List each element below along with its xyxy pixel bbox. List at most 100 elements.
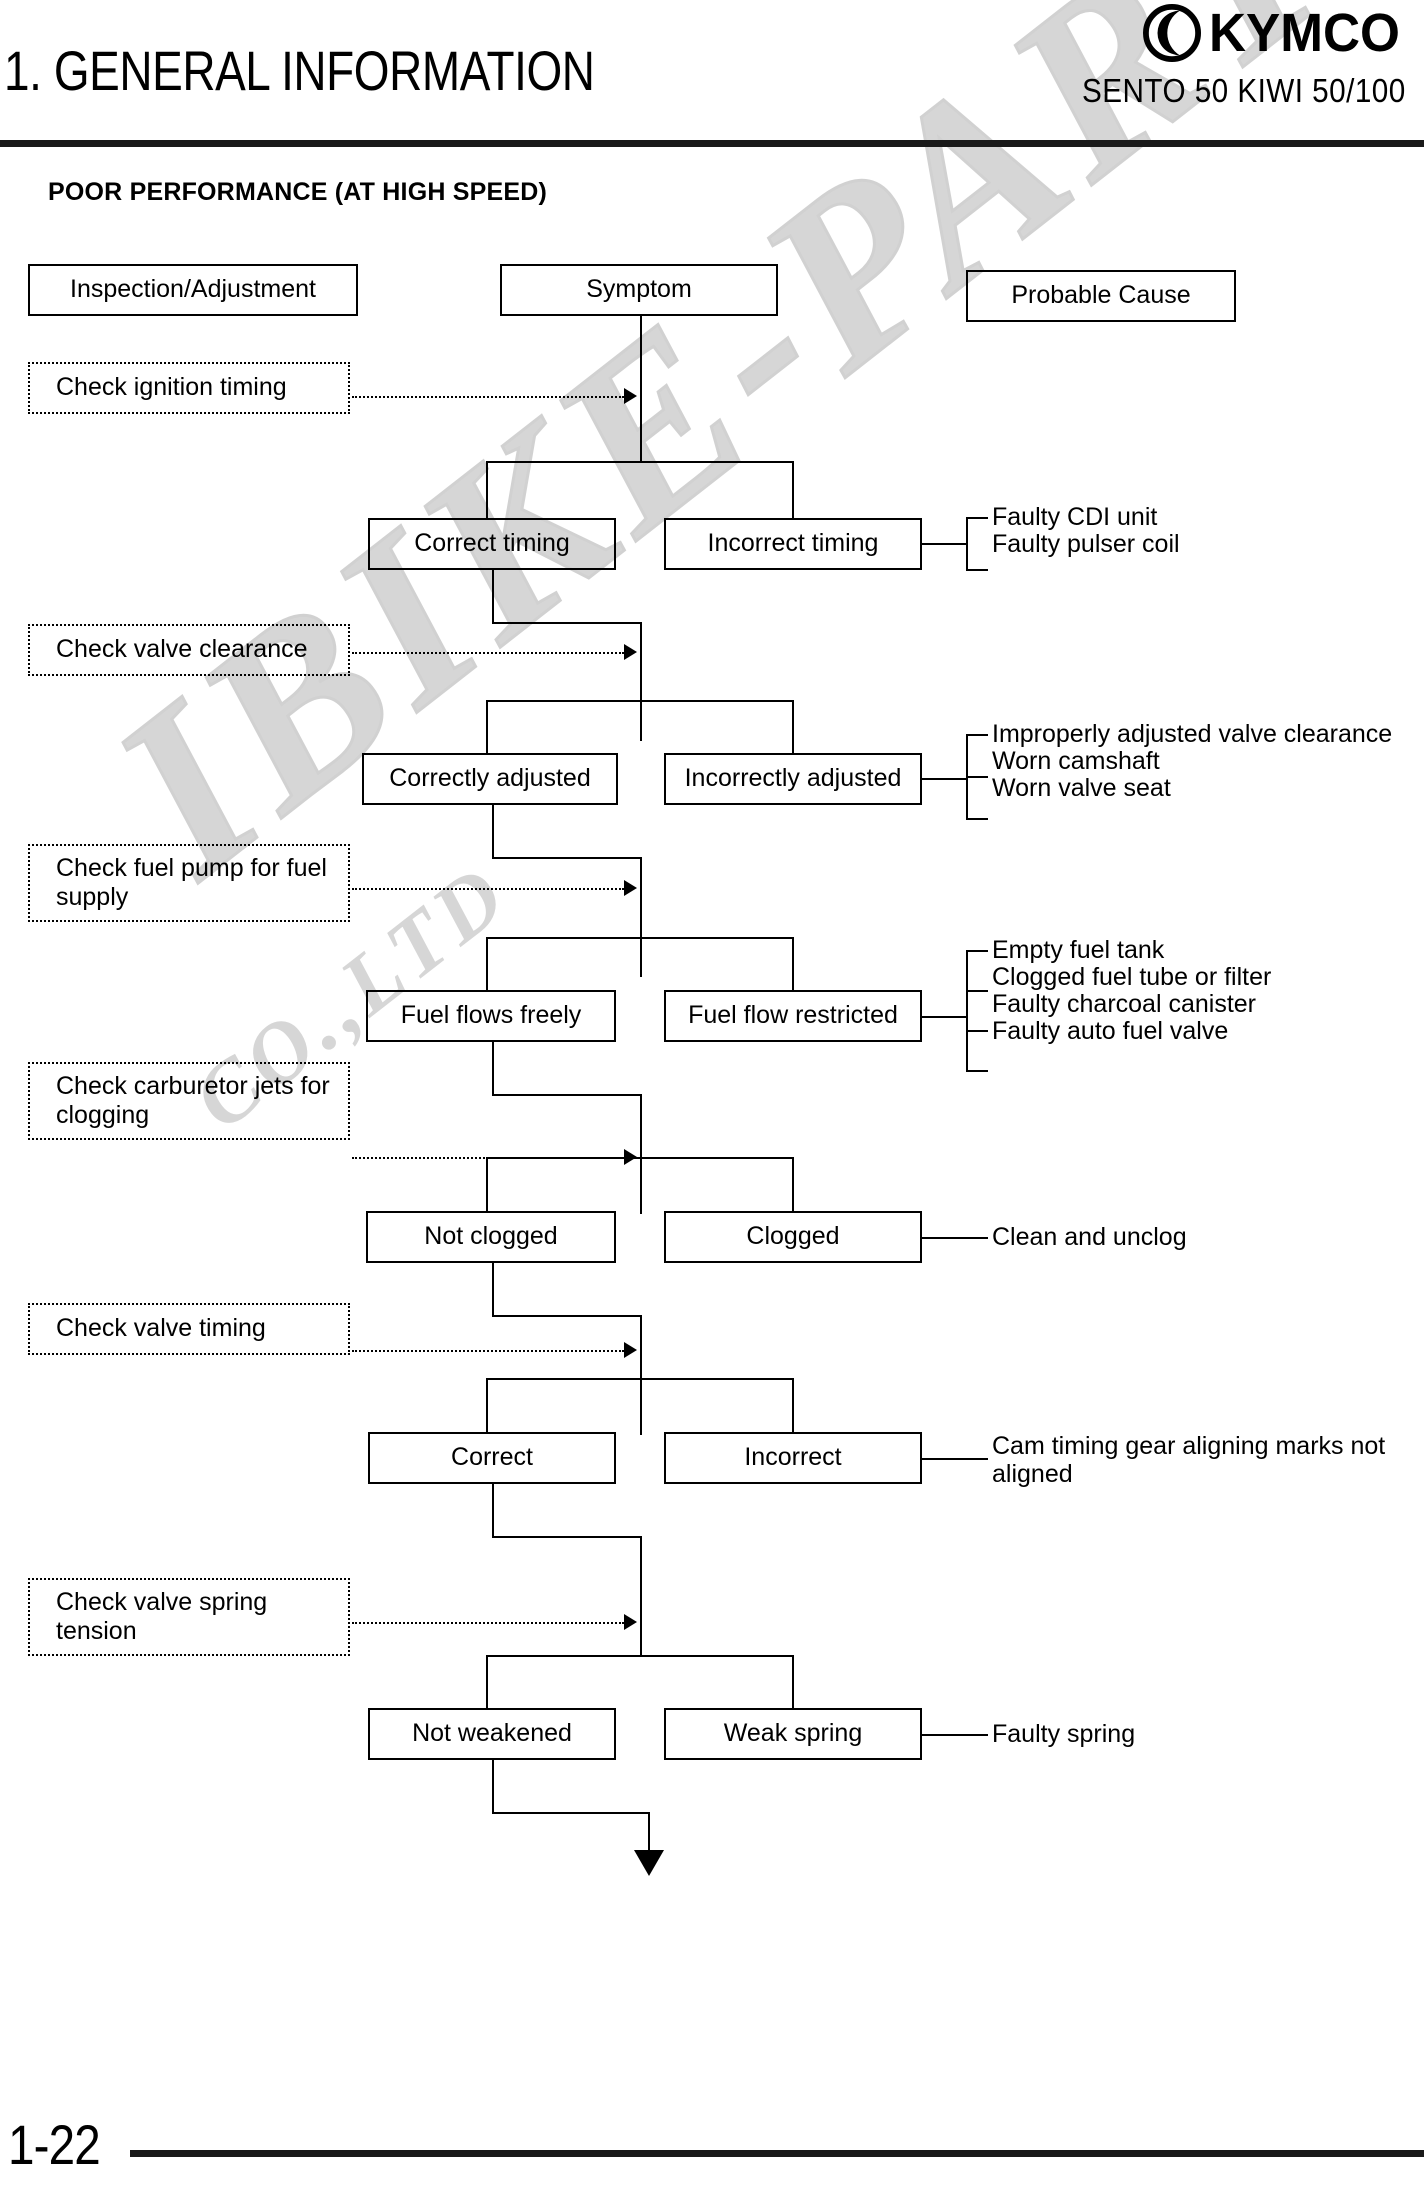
cause-tick-2-1 xyxy=(966,776,988,778)
pass-jog-3 xyxy=(492,1094,642,1096)
cause-stub-6 xyxy=(922,1734,988,1736)
symptom-fail-box-3: Fuel flow restricted xyxy=(664,990,922,1042)
symptom-pass-box-4: Not clogged xyxy=(366,1211,616,1263)
inspection-arrowhead-3 xyxy=(624,880,637,896)
final-jog-drop xyxy=(648,1812,650,1854)
column-header-inspection: Inspection/Adjustment xyxy=(28,264,358,316)
cause-label-1-1: Faulty pulser coil xyxy=(992,530,1180,558)
branch-right-drop-1 xyxy=(792,461,794,518)
page-footer: 1-22 xyxy=(0,2071,1424,2191)
pass-jog-4 xyxy=(492,1315,642,1317)
cause-tick-2-2 xyxy=(966,818,988,820)
pass-jog-drop-4 xyxy=(640,1315,642,1435)
branch-left-drop-4 xyxy=(486,1157,488,1211)
cause-label-3-0: Empty fuel tank xyxy=(992,936,1165,964)
section-title: POOR PERFORMANCE (AT HIGH SPEED) xyxy=(48,178,548,206)
symptom-fail-box-2: Incorrectly adjusted xyxy=(664,753,922,805)
page-number: 1-22 xyxy=(8,2113,101,2176)
cause-label-3-2: Faulty charcoal canister xyxy=(992,990,1257,1018)
symptom-fail-box-6: Weak spring xyxy=(664,1708,922,1760)
inspection-arrow-6 xyxy=(352,1622,624,1624)
cause-bracket-spine-1 xyxy=(966,517,968,571)
symptom-pass-box-5: Correct xyxy=(368,1432,616,1484)
cause-label-4-0: Clean and unclog xyxy=(992,1223,1187,1251)
flow-end-arrow-icon xyxy=(634,1850,664,1876)
branch-bar-3 xyxy=(486,937,794,939)
pass-drop-5 xyxy=(492,1484,494,1536)
symptom-fail-box-5: Incorrect xyxy=(664,1432,922,1484)
cause-bracket-spine-3 xyxy=(966,950,968,1072)
final-jog xyxy=(492,1812,650,1814)
branch-bar-1 xyxy=(486,461,794,463)
pass-drop-2 xyxy=(492,805,494,857)
final-drop xyxy=(492,1760,494,1812)
model-designation: SENTO 50 KIWI 50/100 xyxy=(1082,72,1406,109)
inspection-arrow-5 xyxy=(352,1350,624,1352)
pass-jog-2 xyxy=(492,857,642,859)
pass-jog-5 xyxy=(492,1536,642,1538)
cause-label-3-1: Clogged fuel tube or filter xyxy=(992,963,1272,991)
inspection-arrow-2 xyxy=(352,652,624,654)
branch-right-drop-6 xyxy=(792,1655,794,1708)
branch-right-drop-2 xyxy=(792,700,794,753)
inspection-arrowhead-6 xyxy=(624,1614,637,1630)
cause-tick-3-0 xyxy=(966,950,988,952)
kymco-logo-icon xyxy=(1143,4,1201,62)
branch-left-drop-6 xyxy=(486,1655,488,1708)
kymco-wordmark: KYMCO xyxy=(1209,3,1400,63)
branch-left-drop-3 xyxy=(486,937,488,990)
pass-jog-drop-5 xyxy=(640,1536,642,1656)
inspection-arrowhead-1 xyxy=(624,388,637,404)
symptom-fail-box-1: Incorrect timing xyxy=(664,518,922,570)
symptom-pass-box-2: Correctly adjusted xyxy=(362,753,618,805)
cause-label-3-3: Faulty auto fuel valve xyxy=(992,1017,1229,1045)
cause-label-2-1: Worn camshaft xyxy=(992,747,1160,775)
pass-jog-drop-1 xyxy=(640,622,642,741)
pass-drop-3 xyxy=(492,1042,494,1094)
branch-left-drop-2 xyxy=(486,700,488,753)
branch-bar-4 xyxy=(486,1157,794,1159)
cause-tick-2-0 xyxy=(966,734,988,736)
inspection-box-3: Check fuel pump for fuel supply xyxy=(28,844,350,922)
cause-label-6-0: Faulty spring xyxy=(992,1720,1136,1748)
inspection-box-2: Check valve clearance xyxy=(28,624,350,676)
symptom-pass-box-3: Fuel flows freely xyxy=(366,990,616,1042)
column-header-cause: Probable Cause xyxy=(966,270,1236,322)
inspection-box-6: Check valve spring tension xyxy=(28,1578,350,1656)
branch-left-drop-5 xyxy=(486,1378,488,1432)
cause-tick-3-2 xyxy=(966,1030,988,1032)
branch-bar-6 xyxy=(486,1655,794,1657)
inspection-box-4: Check carburetor jets for clogging xyxy=(28,1062,350,1140)
cause-stub-1 xyxy=(922,543,966,545)
cause-label-2-0: Improperly adjusted valve clearance xyxy=(992,720,1393,748)
inspection-arrowhead-5 xyxy=(624,1342,637,1358)
inspection-box-5: Check valve timing xyxy=(28,1303,350,1355)
inspection-arrow-1 xyxy=(352,396,624,398)
cause-tick-1-1 xyxy=(966,569,988,571)
pass-drop-4 xyxy=(492,1263,494,1315)
cause-label-5-0: Cam timing gear aligning marks not align… xyxy=(992,1432,1386,1488)
branch-bar-5 xyxy=(486,1378,794,1380)
pass-jog-drop-2 xyxy=(640,857,642,977)
cause-stub-4 xyxy=(922,1237,988,1239)
cause-stub-2 xyxy=(922,778,966,780)
cause-tick-3-1 xyxy=(966,990,988,992)
cause-tick-3-3 xyxy=(966,1070,988,1072)
header-divider xyxy=(0,140,1424,147)
symptom-fail-box-4: Clogged xyxy=(664,1211,922,1263)
pass-jog-drop-3 xyxy=(640,1094,642,1214)
branch-right-drop-5 xyxy=(792,1378,794,1432)
page-header: 1. GENERAL INFORMATION KYMCO SENTO 50 KI… xyxy=(0,0,1424,148)
inspection-box-1: Check ignition timing xyxy=(28,362,350,414)
cause-label-1-0: Faulty CDI unit xyxy=(992,503,1158,531)
pass-jog-1 xyxy=(492,622,642,624)
inspection-arrowhead-2 xyxy=(624,644,637,660)
cause-stub-3 xyxy=(922,1016,966,1018)
cause-label-2-2: Worn valve seat xyxy=(992,774,1171,802)
branch-left-drop-1 xyxy=(486,461,488,518)
branch-right-drop-3 xyxy=(792,937,794,990)
symptom-pass-box-1: Correct timing xyxy=(368,518,616,570)
cause-stub-5 xyxy=(922,1458,988,1460)
